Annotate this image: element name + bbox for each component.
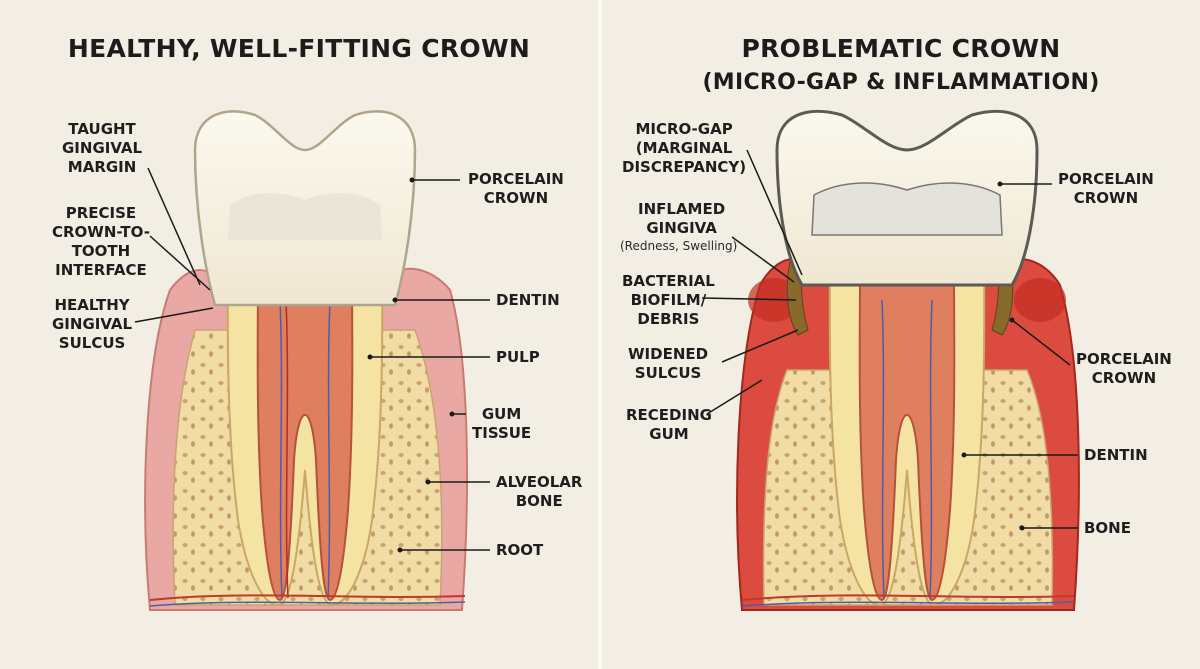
healthy-title: HEALTHY, WELL-FITTING CROWN <box>67 34 531 63</box>
label-widened-sulcus: WIDENED SULCUS <box>628 345 709 382</box>
label-precise-interface: PRECISE CROWN-TO- TOOTH INTERFACE <box>52 204 150 279</box>
label-gum-tissue: GUM TISSUE <box>472 405 532 442</box>
label-healthy-sulcus: HEALTHY GINGIVAL SULCUS <box>52 296 133 352</box>
problematic-crown-panel: PROBLEMATIC CROWN (MICRO-GAP & INFLAMMAT… <box>602 0 1200 669</box>
healthy-tooth-illustration <box>134 110 490 611</box>
problematic-title-line1: PROBLEMATIC CROWN <box>741 34 1061 63</box>
label-bone: BONE <box>1084 519 1131 537</box>
label-receding-gum: RECEDING GUM <box>626 406 712 443</box>
label-dentin: DENTIN <box>496 291 560 309</box>
problematic-title-line2: (MICRO-GAP & INFLAMMATION) <box>702 70 1100 95</box>
label-alveolar-bone: ALVEOLAR BONE <box>496 473 583 510</box>
label-porcelain-crown: PORCELAIN CROWN <box>468 170 564 207</box>
label-root: ROOT <box>496 541 544 559</box>
label-micro-gap: MICRO-GAP (MARGINAL DISCREPANCY) <box>622 120 747 176</box>
label-porcelain-crown: PORCELAIN CROWN <box>1058 170 1154 207</box>
label-inflamed-sub: (Redness, Swelling) <box>620 239 738 253</box>
label-taught-gingival-margin: TAUGHT GINGIVAL MARGIN <box>62 120 143 176</box>
label-bacterial-biofilm: BACTERIAL BIOFILM/ DEBRIS <box>622 272 715 328</box>
label-dentin: DENTIN <box>1084 446 1148 464</box>
label-pulp: PULP <box>496 348 540 366</box>
label-porcelain-crown-2: PORCELAIN CROWN <box>1076 350 1172 387</box>
healthy-crown-panel: HEALTHY, WELL-FITTING CROWN TAUGHT GINGI… <box>0 0 598 669</box>
panel-divider <box>598 0 602 669</box>
problematic-tooth-illustration <box>701 109 1080 611</box>
label-inflamed-gingiva: INFLAMED GINGIVA <box>638 200 726 237</box>
